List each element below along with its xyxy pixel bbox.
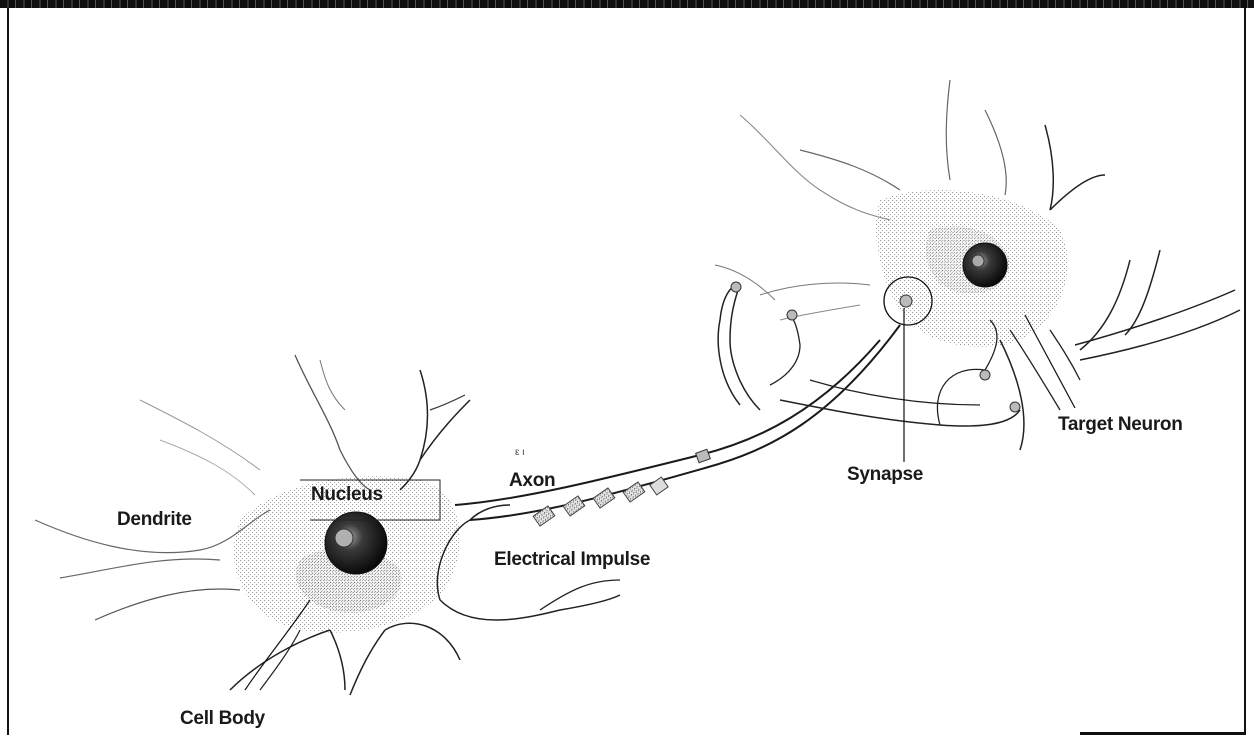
nucleus-label: Nucleus xyxy=(311,484,383,506)
target-neuron xyxy=(715,80,1240,450)
target-neuron-label: Target Neuron xyxy=(1058,414,1183,436)
electrical-impulse-label: Electrical Impulse xyxy=(494,549,650,571)
svg-text:ε ι: ε ι xyxy=(515,447,524,458)
cell-body-label: Cell Body xyxy=(180,708,265,730)
dendrite-label: Dendrite xyxy=(117,509,192,531)
terminal-bouton xyxy=(731,282,741,292)
nucleus-shape xyxy=(325,512,387,574)
axon-label: Axon xyxy=(509,470,555,492)
target-nucleus-shape xyxy=(963,243,1007,287)
synapse-label: Synapse xyxy=(847,464,923,486)
